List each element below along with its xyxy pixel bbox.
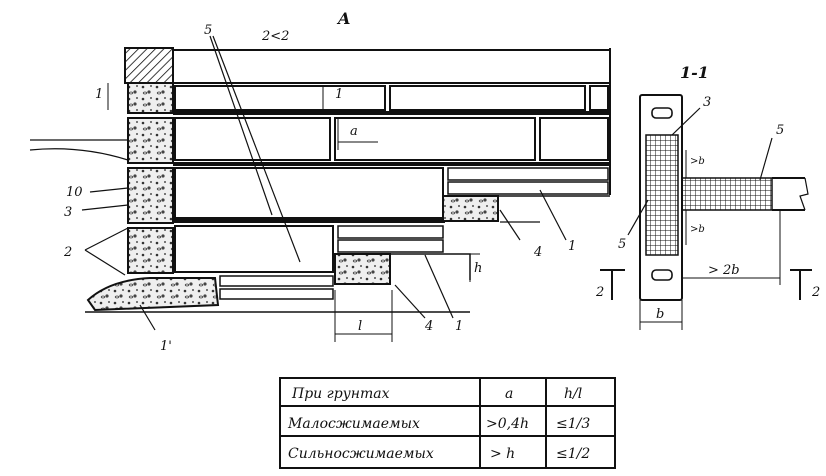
section-1-1 [600, 94, 812, 330]
block-row-5 [219, 275, 334, 300]
callout-footing: 1' [160, 339, 172, 354]
section-beam [681, 177, 773, 211]
callout-5-section-right: 5 [776, 123, 784, 138]
concrete-column-mid [127, 117, 174, 164]
soil-table: При грунтах a h/l Малосжимаемых >0,4h ≤1… [279, 377, 616, 469]
callout-1-bottom-b: 1 [455, 319, 463, 334]
table-header-hl: h/l [564, 386, 582, 402]
footing-concrete [86, 277, 220, 312]
dim-ge-2b: > 2b [708, 263, 740, 278]
callout-5-section-left: 5 [618, 237, 626, 252]
concrete-column-base [127, 227, 174, 274]
table-row-2-a: > h [490, 446, 515, 462]
table-header-a: a [505, 386, 513, 402]
hatched-cap [124, 47, 174, 84]
callout-1-top: 1 [95, 87, 103, 102]
dim-l-label: l [358, 319, 362, 334]
block-row-4 [174, 225, 444, 273]
table-row-2-soil: Сильносжимаемых [288, 446, 434, 462]
section-label: 1-1 [680, 63, 709, 82]
callout-10: 10 [66, 185, 83, 200]
callout-2-section-right: 2 [811, 285, 820, 300]
table-row-2-hl: ≤1/2 [556, 446, 590, 462]
table-header-soil: При грунтах [291, 386, 390, 402]
dim-ge-b-bottom: >b [690, 224, 705, 235]
section-mesh [645, 134, 679, 256]
concrete-pad-lower [334, 253, 391, 285]
callout-2-section-left: 2 [595, 285, 604, 300]
concrete-pad-upper [442, 195, 499, 222]
view-label: A [336, 9, 350, 28]
main-elevation [29, 35, 611, 342]
callout-1-bottom-a: 1 [568, 239, 576, 254]
callout-5-top: 5 [204, 23, 212, 38]
callout-3-left: 3 [64, 205, 72, 220]
dim-top-label: 2<2 [261, 29, 289, 44]
dim-h-label: h [474, 261, 482, 276]
block-row-3 [174, 167, 609, 219]
dim-a-label: a [350, 124, 358, 139]
callout-3-section: 3 [703, 95, 711, 110]
callout-4-b: 4 [424, 319, 433, 334]
concrete-column-upper [127, 82, 174, 114]
callout-4-a: 4 [533, 245, 542, 260]
callout-2-left: 2 [63, 245, 72, 260]
dim-b-label: b [656, 307, 664, 322]
block-row-1 [174, 85, 609, 111]
table-row-1-hl: ≤1/3 [556, 416, 590, 432]
dim-ge-b-top: >b [690, 156, 705, 167]
table-row-1-a: >0,4h [486, 416, 529, 432]
callout-1-mid: 1 [335, 87, 343, 102]
concrete-column-lower [127, 167, 174, 224]
table-row-1-soil: Малосжимаемых [287, 416, 420, 432]
